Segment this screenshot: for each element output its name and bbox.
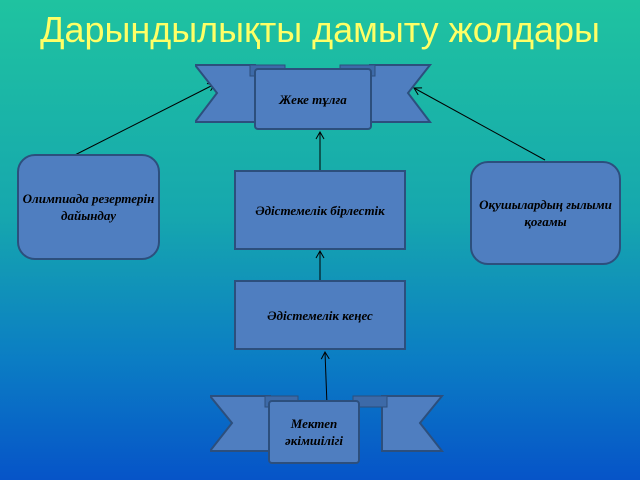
slide-title: Дарындылықты дамыту жолдары	[40, 9, 600, 50]
node-middle-methodical-union: Әдістемелік бірлестік	[234, 170, 406, 250]
node-middle-label: Әдістемелік бірлестік	[255, 202, 385, 218]
node-bottom-label: Мектеп әкімшілігі	[284, 416, 343, 448]
arrow-bottom-to-council	[320, 350, 330, 406]
arrow-right-to-top	[413, 87, 546, 161]
node-top-personality: Жеке тұлға	[254, 68, 372, 130]
node-left-label: Олимпиада резертерін дайындау	[22, 191, 155, 223]
node-top-label: Жеке тұлға	[279, 91, 347, 107]
node-right-label: Оқушылардың ғылыми қоғамы	[479, 197, 612, 229]
node-right-society: Оқушылардың ғылыми қоғамы	[470, 161, 621, 265]
bottom-ribbon-banner	[210, 395, 445, 452]
node-council-label: Әдістемелік кеңес	[267, 307, 373, 323]
arrow-left-to-top	[64, 83, 216, 161]
node-bottom-administration: Мектеп әкімшілігі	[268, 400, 360, 464]
node-council: Әдістемелік кеңес	[234, 280, 406, 350]
node-left-olympiad: Олимпиада резертерін дайындау	[17, 154, 160, 260]
